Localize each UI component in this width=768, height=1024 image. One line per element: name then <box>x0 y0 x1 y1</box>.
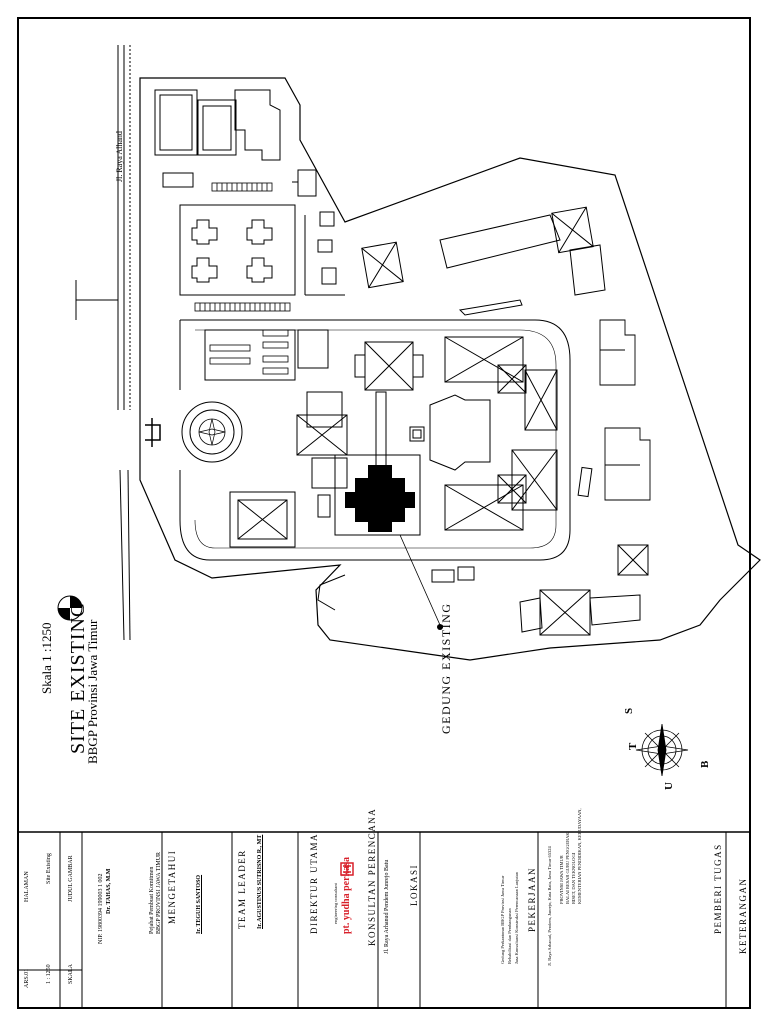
building-cluster-south <box>317 466 649 636</box>
building-row-east <box>599 319 651 501</box>
existing-building <box>345 465 415 532</box>
pekerjaan-line3: Gedung Perkantoran BBGP Provinsi Jawa Ti… <box>500 875 505 964</box>
pemberi-tugas-title: PEMBERI TUGAS <box>713 843 723 934</box>
direktur-name: Ir. AGUSTINUS SUTRISNO R., MT <box>257 834 263 929</box>
pekerjaan-title: PEKERJAAN <box>527 866 537 932</box>
compass-west: B <box>699 760 711 768</box>
mengetahui-nip: NIP. 19800394 199003 1 002 <box>98 873 104 944</box>
road-label: Jl. Raya Alhand <box>115 131 124 182</box>
halaman-value: ARS.01 <box>24 968 30 988</box>
pemberi-tugas-line3: BALAI BESAR GURU PENGGERAK <box>565 832 570 904</box>
direktur-title: DIREKTUR UTAMA <box>309 832 319 934</box>
pekerjaan-line2: Rehabilitasi dan Pembangunan <box>507 908 512 964</box>
drawing-subtitle: BBGP Provinsi Jawa Timur <box>85 619 100 764</box>
team-leader-title: TEAM LEADER <box>237 849 247 929</box>
compass-south: S <box>623 707 635 714</box>
lokasi-title: LOKASI <box>409 864 419 906</box>
mengetahui-org2: Pejabat Pembuat Komitmen <box>149 866 155 934</box>
skala-label: SKALA <box>68 963 74 984</box>
company-tagline: engineering consultant <box>333 883 338 924</box>
keterangan-header: KETERANGAN <box>738 877 748 955</box>
leader-dot <box>437 624 443 630</box>
title-block-grid <box>18 832 727 1008</box>
sheet-frame <box>17 17 751 1009</box>
compass-rose <box>635 723 689 777</box>
judul-label: JUDUL GAMBAR <box>68 855 74 902</box>
leader-line <box>399 534 441 626</box>
mengetahui-org1: BBGP PROVINSI JAWA TIMUR <box>156 851 162 934</box>
building-cluster-east <box>361 206 606 316</box>
compass-east: T <box>627 742 639 750</box>
pemberi-tugas-address: Jl. Raya Arhanud, Pendem, Junrejo, Kota … <box>547 846 552 966</box>
pemberi-tugas-line2: RISET, DAN TEKNOLOGI <box>571 852 576 904</box>
mengetahui-title: MENGETAHUI <box>167 849 177 924</box>
halaman-label: HALAMAN <box>24 871 30 902</box>
konsultan-title: KONSULTAN PERENCANA <box>367 807 377 946</box>
skala-value: 1 : 1250 <box>46 964 52 984</box>
pemberi-tugas-line1: KEMENTERIAN PENDIDIKAN, KEBUDAYAAN, <box>577 808 582 904</box>
team-leader-name: Ir. TEGUH SANTOSO <box>196 874 202 934</box>
pekerjaan-line1: Jasa Konsultansi Konstruksi Perencanaan … <box>514 872 519 964</box>
lokasi-value: Jl. Raya Arhanud Pendem Junrejo Batu <box>384 859 390 954</box>
company-name: pt. yudha perkasa <box>341 857 352 934</box>
road <box>75 45 131 641</box>
site-boundary <box>139 77 761 661</box>
central-complex <box>204 329 558 548</box>
inner-road <box>179 319 571 561</box>
compass-north: U <box>663 782 675 790</box>
building-label: GEDUNG EXISTING <box>439 602 453 734</box>
mengetahui-name: Dr. TAHAS, M.M <box>106 868 112 914</box>
housing-blocks <box>179 204 345 296</box>
building-cluster-northwest <box>154 89 317 197</box>
roundabout <box>145 401 243 463</box>
judul-value: Site Existing <box>46 853 52 884</box>
company-logo <box>340 862 354 876</box>
parking-rows <box>194 182 291 375</box>
pemberi-tugas-line4: PROVINSI JAWA TIMUR <box>559 855 564 904</box>
scale-circle <box>57 595 83 621</box>
drawing-scale: Skala 1 :1250 <box>39 622 54 695</box>
